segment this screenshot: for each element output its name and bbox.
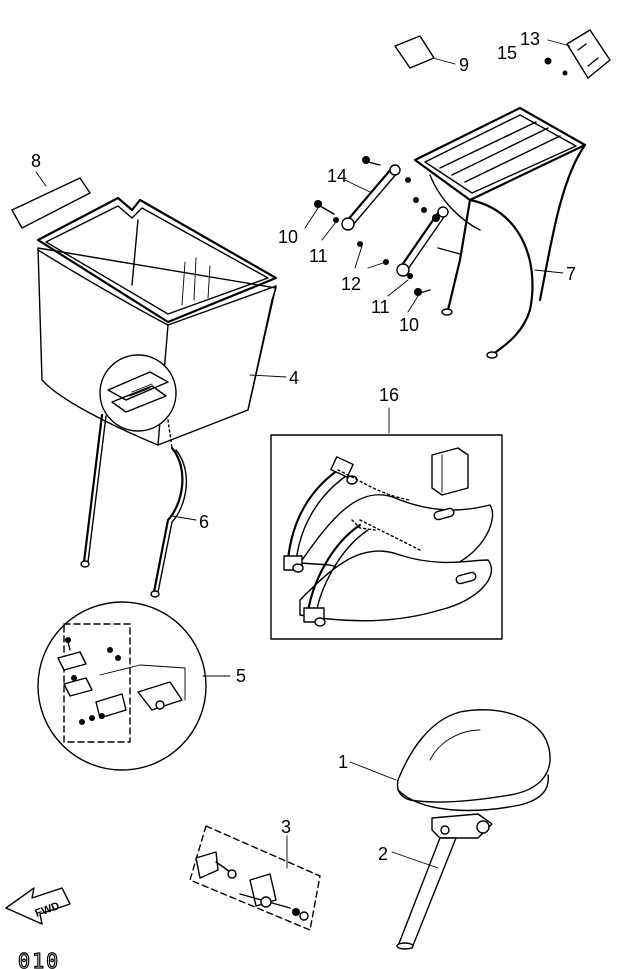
callout-3: 3 <box>281 817 291 837</box>
callout-11a: 11 <box>309 246 328 266</box>
part-7-rear-rack <box>413 106 587 359</box>
part-13-reflector-plate <box>544 29 611 79</box>
part-9-sticker <box>394 35 456 69</box>
callout-7: 7 <box>566 264 576 284</box>
fwd-arrow-icon: FWD <box>5 887 71 925</box>
part-1-seat <box>349 709 551 812</box>
callout-11b: 11 <box>371 297 390 317</box>
callout-13: 13 <box>520 29 540 49</box>
callout-15: 15 <box>497 43 517 63</box>
callout-4: 4 <box>289 368 299 388</box>
part-6-basket-stay <box>80 413 197 598</box>
part-8-sticker <box>11 171 91 229</box>
page-code: _010 <box>4 949 60 969</box>
part-5-bracket-inset <box>37 601 231 771</box>
callout-5: 5 <box>236 666 246 686</box>
callout-10b: 10 <box>399 315 419 335</box>
callout-14: 14 <box>327 166 347 186</box>
part-4-basket <box>36 196 287 446</box>
callout-6: 6 <box>199 512 209 532</box>
part-3-bolt-set <box>189 825 321 931</box>
callout-12: 12 <box>341 274 361 294</box>
callout-1: 1 <box>338 752 348 772</box>
part-16-frame-box <box>270 407 503 640</box>
rack-stay-hardware <box>304 156 461 313</box>
callout-9: 9 <box>459 55 469 75</box>
callout-10a: 10 <box>278 227 298 247</box>
callout-2: 2 <box>378 844 388 864</box>
basket-detail-inset <box>99 354 177 432</box>
callout-8: 8 <box>31 151 41 171</box>
part-2-seat-post <box>391 813 493 950</box>
callout-16: 16 <box>379 385 399 405</box>
part-15-nut <box>544 57 552 65</box>
